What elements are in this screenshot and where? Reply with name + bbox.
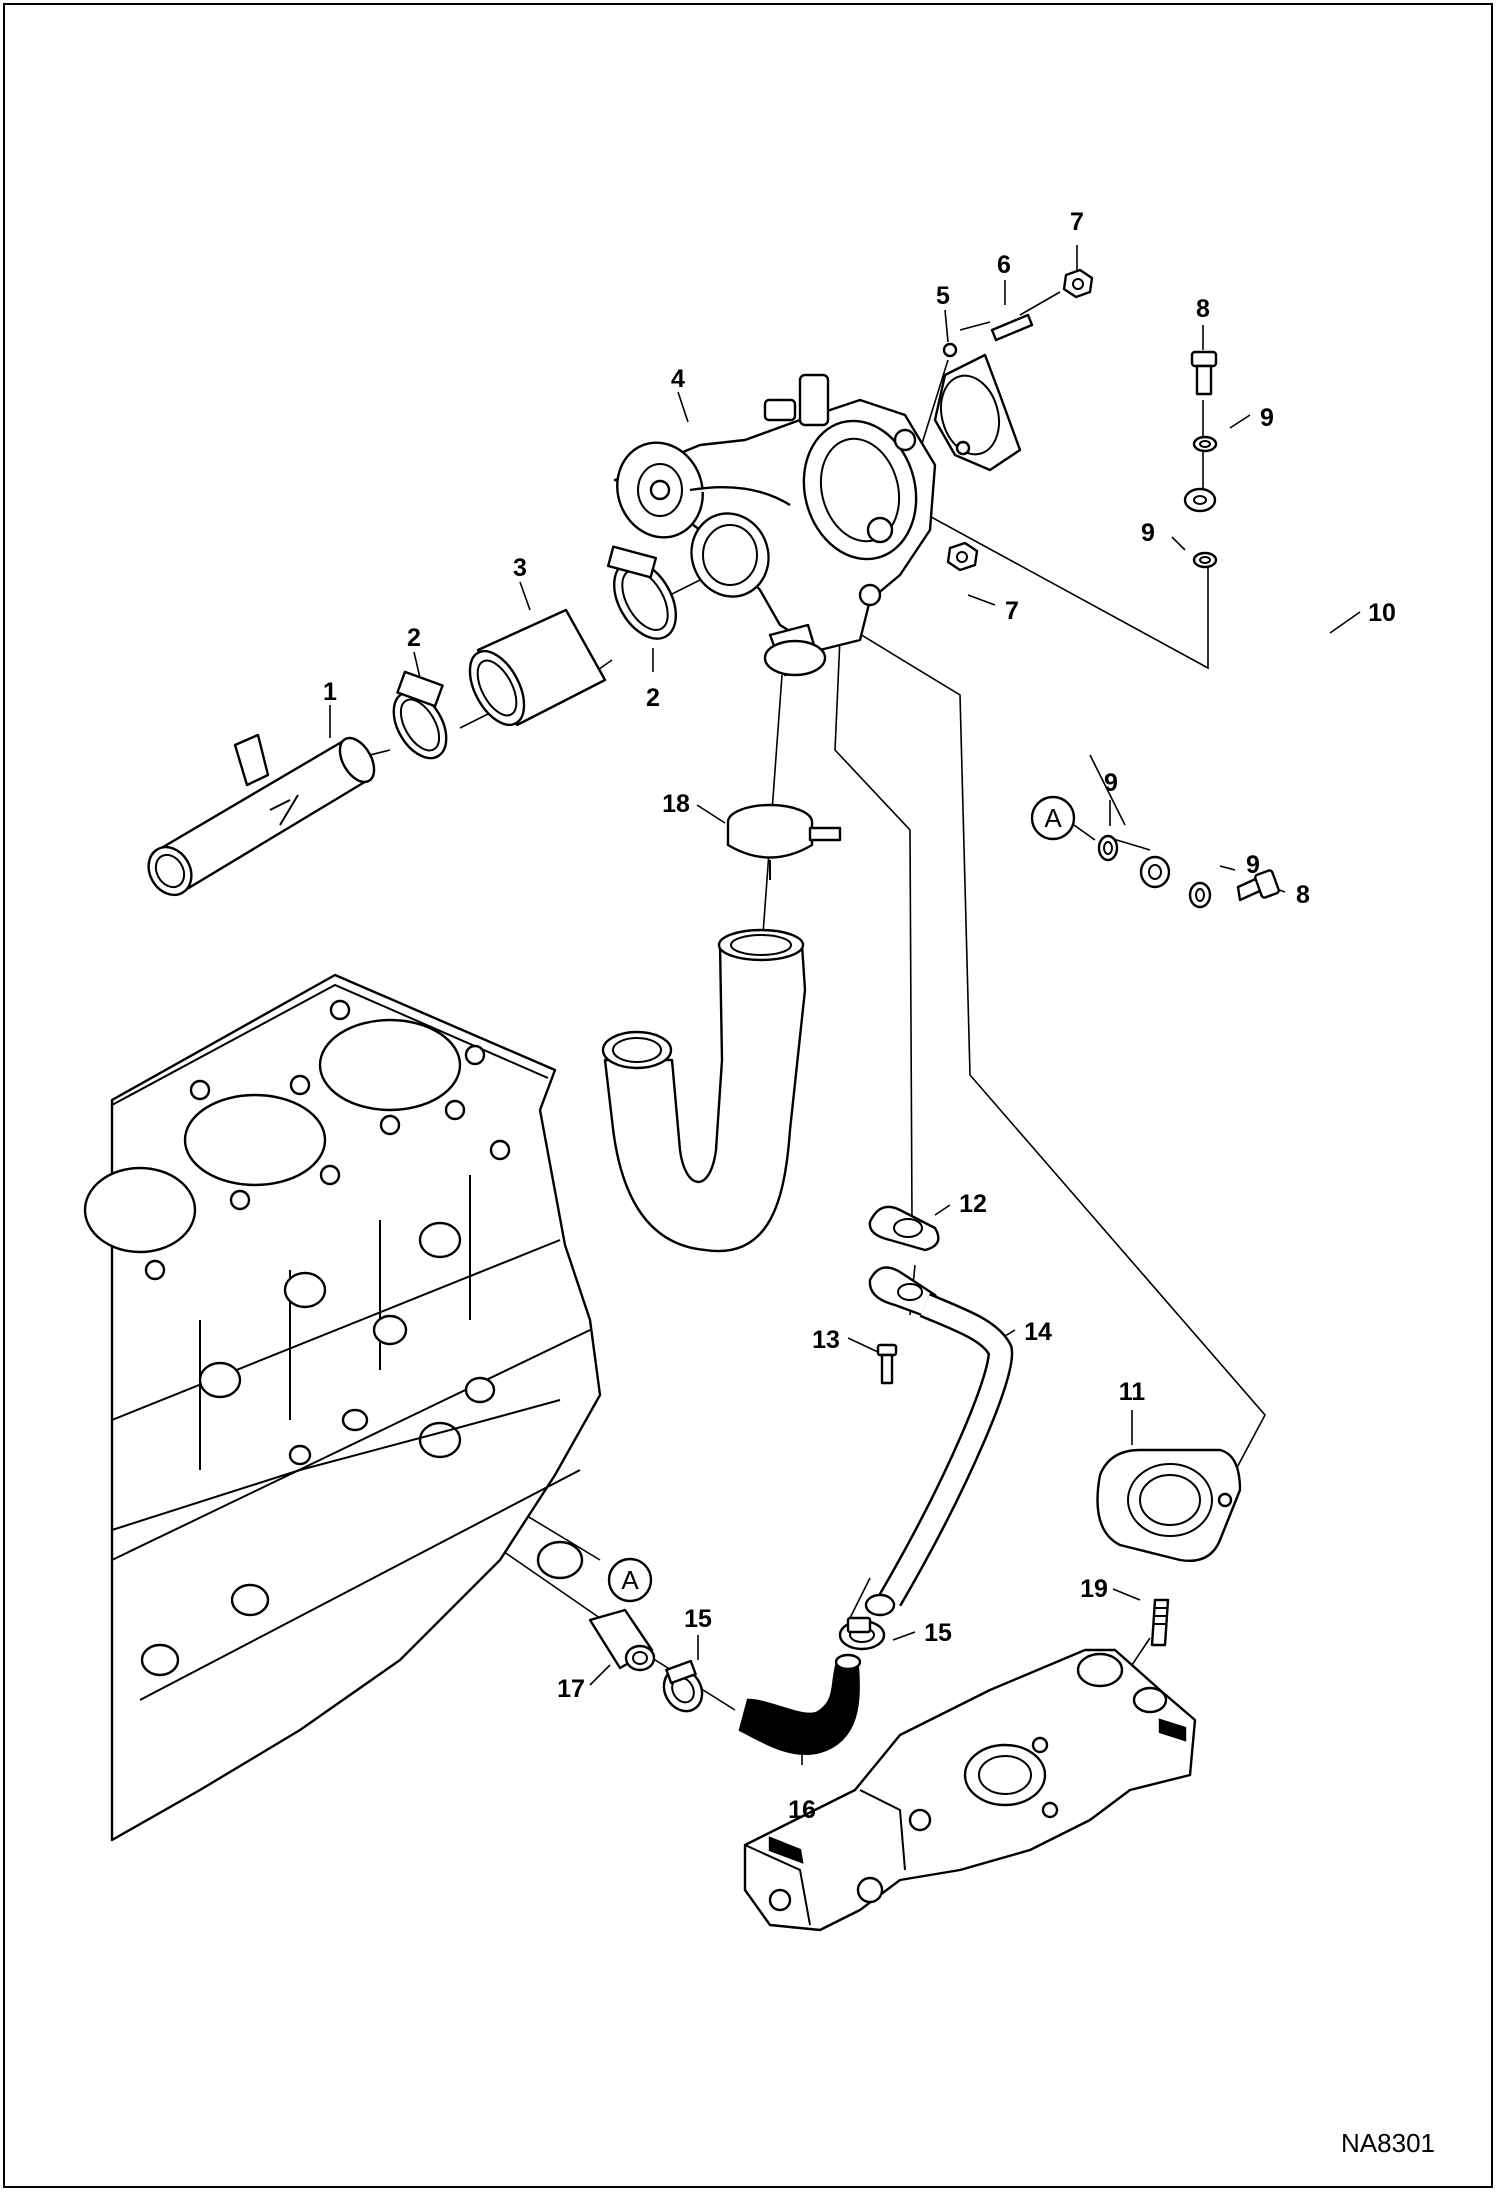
callout-9c: 9 — [1104, 769, 1118, 797]
callout-17: 17 — [557, 1675, 585, 1703]
callout-7b: 7 — [1005, 597, 1019, 625]
part-7-nut-b — [946, 541, 979, 572]
callout-10: 10 — [1368, 599, 1396, 627]
part-3-hose — [468, 608, 607, 727]
reference-label: A — [1044, 803, 1062, 833]
reference-a-1: A — [1030, 795, 1096, 841]
callout-15a: 15 — [684, 1605, 712, 1633]
part-14-drain-tube — [864, 1266, 1014, 1617]
part-13-bolt — [876, 1343, 898, 1385]
part-12-gasket — [868, 1205, 940, 1252]
callout-15b: 15 — [924, 1619, 952, 1647]
callout-7a: 7 — [1070, 208, 1084, 236]
callout-13: 13 — [812, 1326, 840, 1354]
reference-label: A — [621, 1565, 639, 1595]
part-11-gasket — [1096, 1448, 1242, 1562]
part-5-gasket — [933, 342, 1022, 472]
callout-8a: 8 — [1196, 295, 1210, 323]
callout-labels: 1 2 2 3 4 5 6 7 7 8 8 9 9 9 9 10 11 12 1… — [323, 208, 1396, 1824]
part-15-clamp-b — [838, 1616, 886, 1651]
part-6-stud — [990, 313, 1034, 342]
part-4-turbocharger — [613, 373, 937, 677]
callout-2a: 2 — [407, 624, 421, 652]
part-9-washers — [1097, 435, 1218, 909]
callout-9b: 9 — [1141, 519, 1155, 547]
intake-elbow-hose — [601, 928, 807, 1253]
reference-a-2: A — [607, 1557, 653, 1603]
callout-4: 4 — [671, 365, 685, 393]
callout-9d: 9 — [1246, 851, 1260, 879]
part-1-inlet-tube — [147, 733, 376, 897]
callout-5: 5 — [936, 282, 950, 310]
figure-id: NA8301 — [1341, 2128, 1435, 2158]
callout-1: 1 — [323, 678, 337, 706]
part-16-hose — [738, 1653, 862, 1755]
part-2-clamp-b — [606, 545, 677, 640]
callout-14: 14 — [1024, 1318, 1052, 1346]
callout-3: 3 — [513, 554, 527, 582]
callout-19: 19 — [1080, 1575, 1108, 1603]
part-8-bolt-b — [1236, 869, 1280, 902]
callout-9a: 9 — [1260, 404, 1274, 432]
part-10-oil-feed-line — [1139, 487, 1336, 889]
callout-16: 16 — [788, 1796, 816, 1824]
part-8-bolt-a — [1190, 350, 1218, 396]
part-15-clamp-a — [662, 1659, 704, 1713]
exhaust-manifold — [743, 1648, 1197, 1932]
callout-8b: 8 — [1296, 881, 1310, 909]
part-7-nut-a — [1062, 268, 1094, 299]
callout-11: 11 — [1119, 1378, 1146, 1406]
engine-block — [83, 973, 602, 1842]
callout-2b: 2 — [646, 684, 660, 712]
callout-12: 12 — [959, 1190, 987, 1218]
part-18-clamp — [726, 803, 842, 880]
part-17-fitting — [588, 1608, 656, 1672]
part-2-clamp-a — [392, 670, 448, 760]
callout-6: 6 — [997, 251, 1011, 279]
callout-18: 18 — [662, 790, 690, 818]
part-19-stud — [1150, 1598, 1170, 1647]
